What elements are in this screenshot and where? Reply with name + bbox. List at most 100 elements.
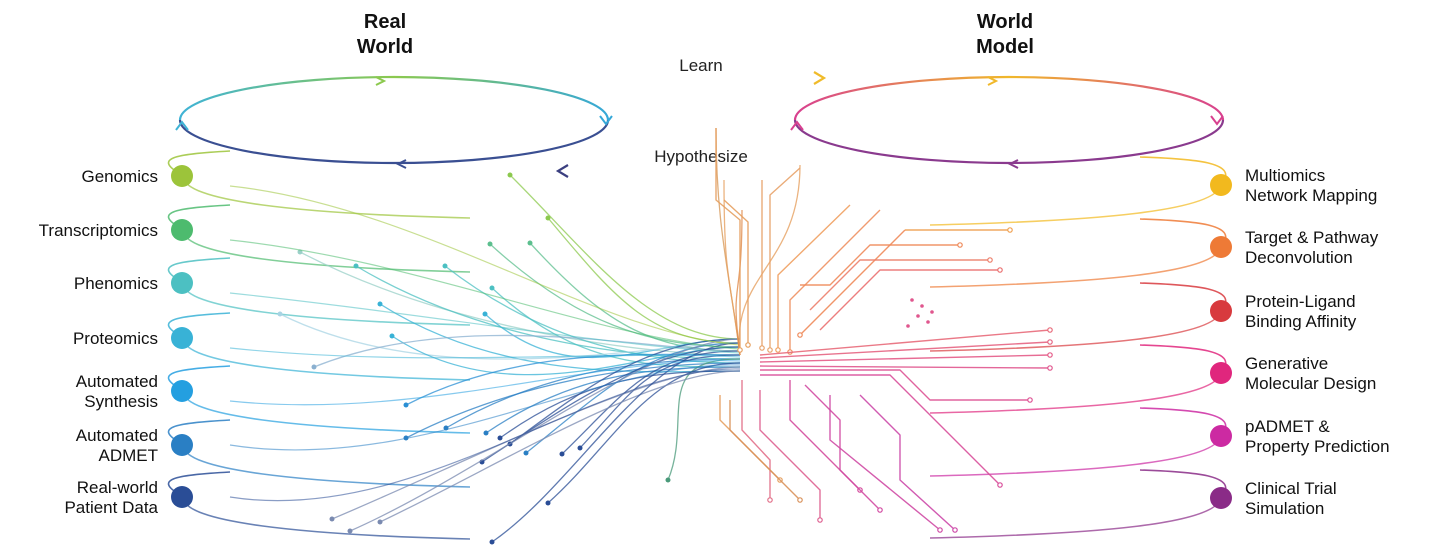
- real-world-cycle-bottom-arc: [178, 119, 610, 165]
- real-world-title-line1: Real: [364, 11, 406, 33]
- data-point: [523, 450, 529, 456]
- label-multiomics-network-mapping: Network Mapping: [1245, 186, 1377, 205]
- circuit-pad: [997, 267, 1003, 273]
- data-point: [577, 445, 583, 451]
- node-automated-synthesis: [171, 380, 193, 402]
- real-world-items: GenomicsTranscriptomicsPhenomicsProteomi…: [39, 165, 193, 517]
- circuit-trace: [719, 395, 781, 481]
- flow-line: [509, 174, 741, 340]
- circuit-pad: [1027, 397, 1033, 403]
- connector-bottom-proteomics: [183, 337, 471, 381]
- world-model-connectors: [929, 156, 1227, 539]
- arrowhead-right-icon: [375, 76, 387, 86]
- circuit-trace: [777, 204, 851, 350]
- data-point: [559, 451, 565, 457]
- circuit-pad: [737, 347, 743, 353]
- circuit-trace: [759, 329, 1051, 356]
- data-point: [442, 263, 448, 269]
- data-point: [482, 311, 488, 317]
- node-protein-ligand-binding-affinity: [1210, 300, 1232, 322]
- node-genomics: [171, 165, 193, 187]
- data-point: [545, 500, 551, 506]
- circuit-pad: [1047, 365, 1053, 371]
- data-point: [347, 528, 353, 534]
- circuit-pad: [817, 517, 823, 523]
- circuit-trace: [799, 229, 906, 336]
- hypothesize-arrow: Hypothesize: [555, 147, 826, 178]
- flow-line: [229, 185, 741, 346]
- data-point: [403, 402, 409, 408]
- circuit-trace: [804, 384, 881, 511]
- data-point: [377, 519, 383, 525]
- circuit-pad: [1047, 327, 1053, 333]
- circuit-trace: [715, 128, 741, 350]
- circuit-trace: [759, 354, 1051, 363]
- node-target-pathway-deconvolution: [1210, 236, 1232, 258]
- node-generative-molecular-design: [1210, 362, 1232, 384]
- arrowhead-right-icon: [813, 71, 827, 85]
- circuit-traces: [715, 128, 1053, 533]
- circuit-trace: [760, 369, 1030, 401]
- data-point: [507, 172, 513, 178]
- real-world-title: Real World: [357, 11, 413, 58]
- label-protein-ligand-binding-affinity: Protein-Ligand: [1245, 292, 1356, 311]
- data-point: [489, 285, 495, 291]
- flow-line: [667, 358, 741, 481]
- connector-bottom-target-pathway-deconvolution: [929, 246, 1222, 288]
- circuit-dot: [910, 298, 914, 302]
- circuit-trace: [741, 380, 771, 500]
- world-model-title-line2: Model: [976, 36, 1034, 58]
- label-phenomics: Phenomics: [74, 274, 158, 293]
- flow-line: [561, 350, 741, 455]
- circuit-trace: [800, 244, 960, 286]
- node-phenomics: [171, 272, 193, 294]
- data-point: [487, 241, 493, 247]
- node-multiomics-network-mapping: [1210, 174, 1232, 196]
- label-automated-admet: Automated: [76, 426, 158, 445]
- data-point: [489, 539, 495, 545]
- label-generative-molecular-design: Molecular Design: [1245, 374, 1376, 393]
- arrowhead-up-icon: [790, 120, 804, 131]
- connector-bottom-genomics: [183, 175, 471, 219]
- circuit-trace: [789, 380, 861, 491]
- data-point: [665, 477, 671, 483]
- flow-line: [229, 347, 741, 359]
- connector-bottom-real-world-patient-data: [183, 496, 471, 540]
- connector-bottom-transcriptomics: [183, 229, 471, 273]
- circuit-dot: [916, 314, 920, 318]
- label-real-world-patient-data: Patient Data: [64, 498, 158, 517]
- label-generative-molecular-design: Generative: [1245, 354, 1328, 373]
- data-point: [545, 215, 551, 221]
- flow-line: [349, 338, 741, 532]
- real-world-title-line2: World: [357, 36, 413, 58]
- circuit-trace: [859, 394, 956, 531]
- data-point: [277, 311, 283, 317]
- label-transcriptomics: Transcriptomics: [39, 221, 158, 240]
- data-flow-lines: [229, 127, 801, 545]
- circuit-pad: [957, 242, 963, 248]
- circuit-pad: [1047, 352, 1053, 358]
- circuit-pad: [797, 332, 803, 338]
- flow-line: [229, 368, 741, 502]
- data-point: [311, 364, 317, 370]
- circuit-trace: [729, 400, 801, 501]
- flow-line: [379, 370, 741, 523]
- circuit-dot: [930, 310, 934, 314]
- label-multiomics-network-mapping: Multiomics: [1245, 166, 1325, 185]
- node-real-world-patient-data: [171, 486, 193, 508]
- label-padmet-property-prediction: Property Prediction: [1245, 437, 1390, 456]
- world-model-cycle-top-arc: [793, 75, 1225, 121]
- arrowhead-left-icon: [395, 159, 407, 169]
- label-target-pathway-deconvolution: Deconvolution: [1245, 248, 1353, 267]
- flow-line: [491, 342, 741, 543]
- arrowhead-right-icon: [987, 76, 999, 86]
- label-clinical-trial-simulation: Simulation: [1245, 499, 1324, 518]
- world-model-cycle-bottom-arc: [793, 119, 1225, 165]
- data-point: [497, 435, 503, 441]
- circuit-trace: [819, 269, 1000, 331]
- flow-line: [547, 362, 741, 504]
- connector-bottom-protein-ligand-binding-affinity: [929, 310, 1222, 352]
- label-padmet-property-prediction: pADMET &: [1245, 417, 1330, 436]
